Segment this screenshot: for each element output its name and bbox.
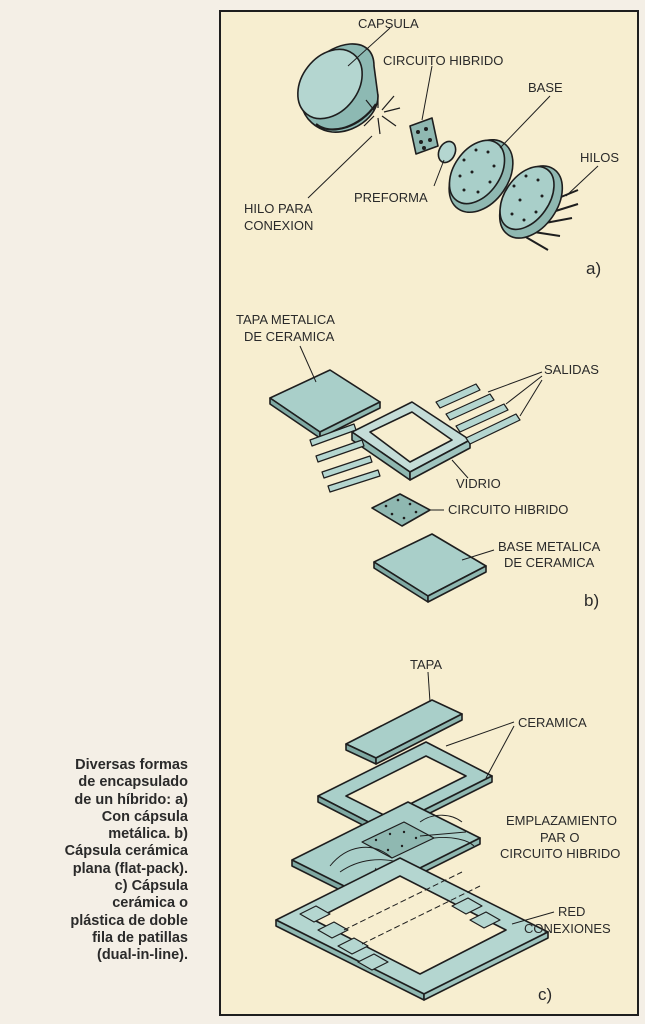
leaders-b: [299, 345, 543, 561]
figure-b: TAPA METALICA DE CERAMICA SALIDAS VIDRIO…: [236, 312, 601, 610]
label-preforma: PREFORMA: [354, 190, 428, 205]
label-figure-c: c): [538, 985, 552, 1004]
figure-c: TAPA CERAMICA EMPLAZAMIENTO PAR O CIRCUI…: [275, 657, 620, 1004]
label-ceramica: CERAMICA: [518, 715, 587, 730]
leaders-c: [419, 671, 555, 925]
caption-line: fila de patillas: [92, 929, 188, 946]
header-with-leads: [498, 165, 579, 251]
figure-caption: Diversas formas de encapsulado de un híb…: [8, 757, 188, 965]
caption-line: Con cápsula: [101, 808, 188, 825]
caption-line: Cápsula cerámica: [64, 843, 188, 860]
label-capsula: CAPSULA: [358, 16, 419, 31]
label-tapa-c: TAPA: [410, 657, 442, 672]
caption-line: de encapsulado: [78, 774, 188, 791]
label-figure-b: b): [584, 591, 599, 610]
left-leads: [309, 423, 381, 493]
label-circuito-hibrido-a: CIRCUITO HIBRIDO: [383, 53, 503, 68]
cap-strip: [345, 699, 463, 765]
capsule-can: [297, 43, 379, 133]
hybrid-chip-b: [371, 493, 431, 527]
caption-line: metálica. b): [108, 826, 188, 843]
caption-line: de un híbrido: a): [74, 791, 188, 808]
right-leads: [435, 383, 521, 445]
preform-disc: [437, 140, 457, 164]
header-base: [448, 138, 514, 214]
caption-line: c) Cápsula: [114, 878, 188, 895]
label-hilos: HILOS: [580, 150, 619, 165]
label-tapa-line2: DE CERAMICA: [244, 329, 335, 344]
lead-frame: [275, 857, 549, 1001]
label-base: BASE: [528, 80, 563, 95]
label-salidas: SALIDAS: [544, 362, 599, 377]
label-tapa-line1: TAPA METALICA: [236, 312, 335, 327]
label-conexion: CONEXION: [244, 218, 313, 233]
label-circuito-hibrido-b: CIRCUITO HIBRIDO: [448, 502, 568, 517]
label-base-line2: DE CERAMICA: [504, 555, 595, 570]
glass-frame: [351, 401, 471, 481]
caption-line: Diversas formas: [75, 757, 188, 773]
label-conexiones: CONEXIONES: [524, 921, 611, 936]
label-red: RED: [558, 904, 585, 919]
label-emplazamiento-line1: EMPLAZAMIENTO: [506, 813, 617, 828]
lid-plate: [269, 369, 381, 439]
caption-line: plástica de doble: [70, 912, 188, 929]
caption-line: cerámica o: [112, 895, 188, 912]
label-emplazamiento-line3: CIRCUITO HIBRIDO: [500, 846, 620, 861]
hybrid-chip: [409, 117, 439, 155]
figure-a: CAPSULA CIRCUITO HIBRIDO BASE HILOS PREF…: [244, 16, 619, 278]
label-figure-a: a): [586, 259, 601, 278]
caption-line: (dual-in-line).: [96, 947, 188, 964]
label-emplazamiento-line2: PAR O: [540, 830, 580, 845]
label-vidrio: VIDRIO: [456, 476, 501, 491]
leaders-a: [307, 27, 599, 199]
caption-line: plana (flat-pack).: [72, 860, 188, 877]
label-base-line1: BASE METALICA: [498, 539, 601, 554]
bond-wire-spark: [363, 94, 401, 135]
label-hilo-para: HILO PARA: [244, 201, 313, 216]
base-plate: [373, 533, 487, 603]
